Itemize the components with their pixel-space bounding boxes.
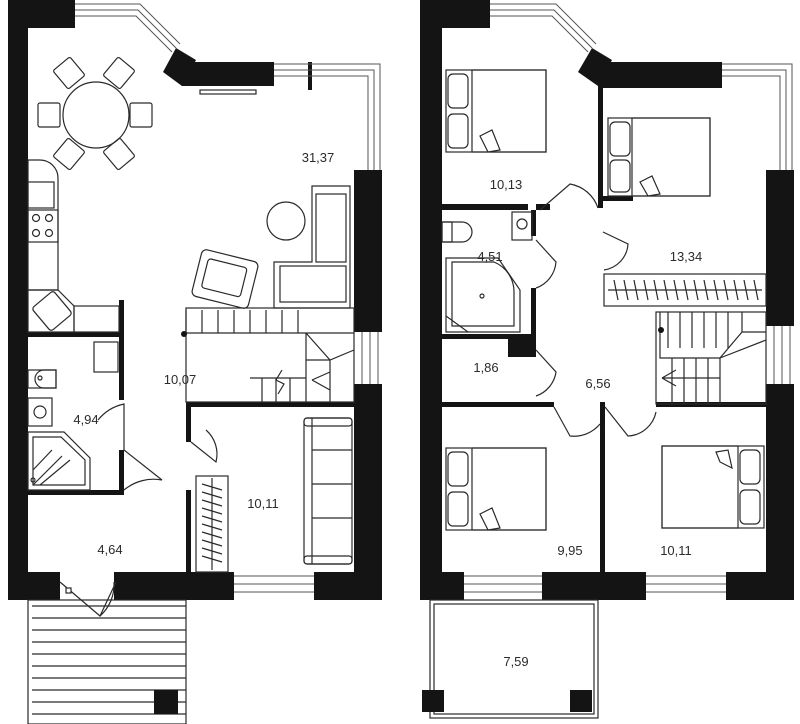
hall-area-label: 10,07: [164, 372, 197, 387]
entry-area-label: 4,64: [97, 542, 122, 557]
upper-bedroom-top-right-area-label: 13,34: [670, 249, 703, 264]
dining-set: [37, 56, 153, 171]
upper-doors: [535, 183, 657, 437]
ground-floor-walls: [8, 0, 382, 600]
balcony: [422, 599, 599, 719]
ground-bathroom-fixtures: [27, 341, 119, 491]
upper-floor-plan: 10,13 13,34 4,51 1,86 6,56 9,95 10,11 7,…: [420, 0, 794, 719]
storage-area-label: 1,86: [473, 360, 498, 375]
ground-bathroom-area-label: 4,94: [73, 412, 98, 427]
upper-floor-walls: [420, 0, 794, 600]
upper-bathroom-fixtures: [441, 211, 533, 333]
upper-bedroom-top-left-area-label: 10,13: [490, 177, 523, 192]
upper-bathroom-area-label: 4,51: [477, 249, 502, 264]
ground-doors: [59, 403, 218, 617]
ground-bedroom-furniture: [195, 417, 353, 573]
upper-bedroom-bottom-right-area-label: 10,11: [660, 543, 692, 558]
porch: [27, 599, 187, 724]
upper-floor-windows: [464, 3, 793, 593]
living-furniture: [191, 185, 351, 309]
balcony-area-label: 7,59: [503, 654, 528, 669]
ground-staircase: [181, 307, 355, 403]
ground-floor-plan: 31,37 10,07 4,94 10,11 4,64: [8, 0, 382, 724]
kitchen-counter: [27, 159, 120, 333]
upper-beds: [445, 69, 765, 531]
upper-wardrobe: [603, 273, 767, 307]
ground-floor-windows: [75, 3, 381, 593]
upper-bedroom-bottom-left-area-label: 9,95: [557, 543, 582, 558]
landing-area-label: 6,56: [585, 376, 610, 391]
ground-bedroom-area-label: 10,11: [247, 496, 279, 511]
living-dining-area-label: 31,37: [302, 150, 335, 165]
upper-staircase: [655, 311, 767, 405]
